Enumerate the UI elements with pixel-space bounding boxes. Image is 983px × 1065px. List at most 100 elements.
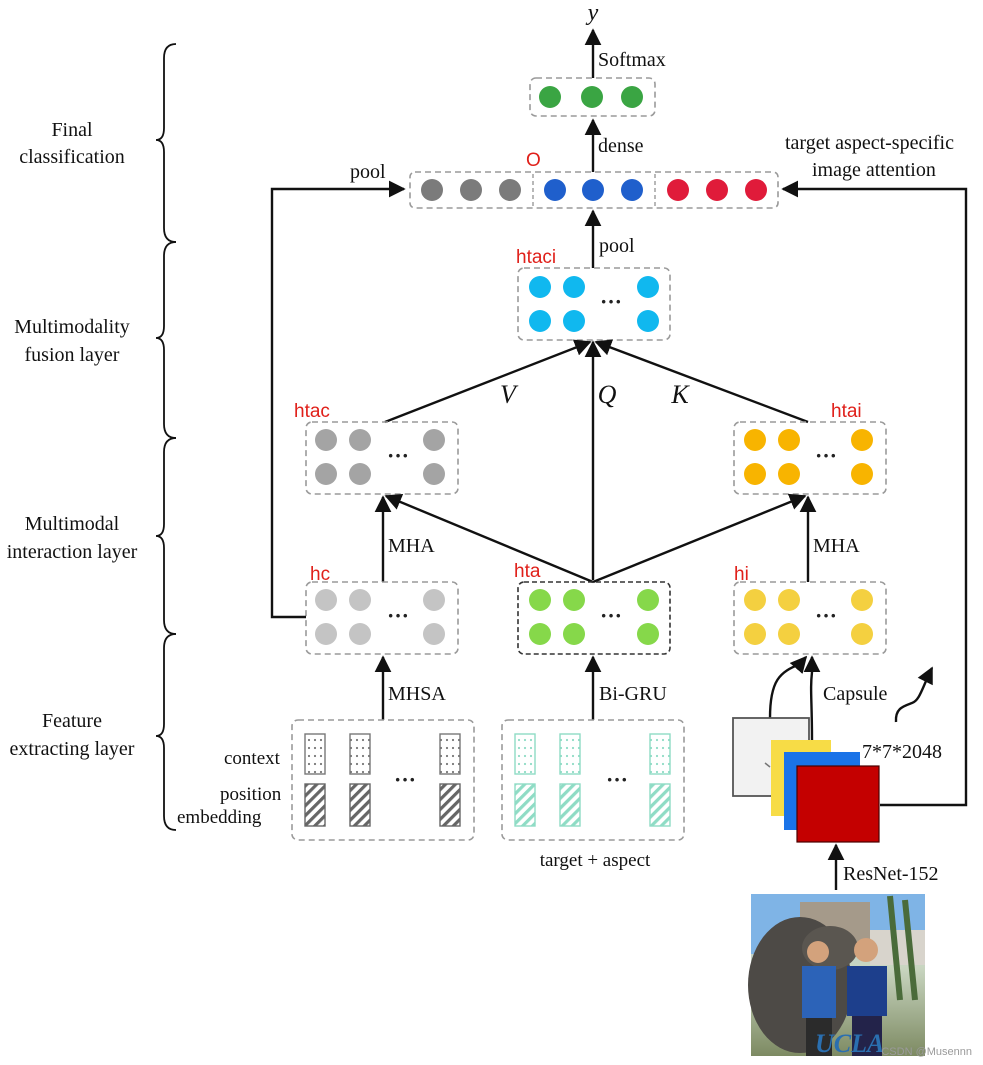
target-aspect-embedding-box: ···	[501, 719, 685, 841]
hi-box	[733, 581, 887, 655]
target-attention-line1: target aspect-specific	[785, 132, 954, 154]
ucla-logo: UCLA	[815, 1029, 884, 1058]
hta-dot	[563, 589, 585, 611]
feature-node-hc: ···	[305, 581, 459, 655]
brace-feature	[155, 633, 177, 831]
layer-feature-line2: extracting layer	[10, 738, 135, 760]
context-label: context	[224, 748, 281, 769]
htai-dot	[744, 463, 766, 485]
htai-dot	[744, 429, 766, 451]
layer-final-line2: classification	[19, 146, 125, 168]
fusion-pool-dot	[582, 179, 604, 201]
context-token-column	[439, 733, 461, 827]
hta-box	[517, 581, 671, 655]
concat-node-o	[409, 171, 779, 209]
htac-dot	[423, 429, 445, 451]
layer-braces	[155, 43, 177, 831]
feature-dims-label: 7*7*2048	[862, 741, 942, 763]
dense-label: dense	[598, 135, 644, 157]
htac-ellipsis: ···	[387, 443, 409, 468]
htac-box	[305, 421, 459, 495]
resnet-label: ResNet-152	[843, 863, 939, 885]
htac-dot	[315, 463, 337, 485]
htaci-dot	[529, 276, 551, 298]
layer-final-line1: Final	[51, 119, 93, 141]
k-label: K	[670, 380, 690, 409]
hc-dot	[349, 589, 371, 611]
hta-dot	[529, 589, 551, 611]
context-ellipsis: ···	[394, 767, 416, 792]
v-label: V	[500, 380, 519, 409]
target-embedding-frame	[501, 719, 685, 841]
softmax-label: Softmax	[598, 49, 666, 71]
feature-map-stack	[732, 717, 880, 843]
context-pool-dot	[421, 179, 443, 201]
hi-dot	[744, 623, 766, 645]
capsule-label: Capsule	[823, 683, 888, 705]
htac-dot	[349, 429, 371, 451]
hi-dot	[778, 589, 800, 611]
arrow-v	[384, 339, 592, 424]
hc-dot	[423, 589, 445, 611]
hta-dot	[563, 623, 585, 645]
target-token-column	[649, 733, 671, 827]
mha-left-label: MHA	[388, 535, 435, 557]
embedding-label: embedding	[177, 807, 262, 828]
softmax-output-box	[529, 77, 656, 117]
context-embedding-box: ···	[291, 719, 475, 841]
context-token-column	[304, 733, 326, 827]
layer-fusion-line1: Multimodality	[14, 316, 130, 338]
htai-ellipsis: ···	[815, 443, 837, 468]
interaction-node-htai: ···	[733, 421, 887, 495]
layer-feature-line1: Feature	[42, 710, 102, 732]
layer-interaction-line2: interaction layer	[7, 541, 138, 563]
pool-left-label: pool	[350, 161, 386, 183]
annotation-hi: hi	[734, 564, 749, 585]
hi-dot	[744, 589, 766, 611]
context-embedding-frame	[291, 719, 475, 841]
hta-dot	[637, 589, 659, 611]
image-attention-dot	[745, 179, 767, 201]
hi-dot	[778, 623, 800, 645]
target-token-column	[514, 733, 536, 827]
target-attention-line2: image attention	[812, 159, 936, 181]
htai-dot	[851, 429, 873, 451]
context-pool-dot	[499, 179, 521, 201]
target-ellipsis: ···	[606, 767, 628, 792]
layer-interaction-line1: Multimodal	[25, 513, 120, 535]
q-label: Q	[598, 380, 617, 409]
htai-dot	[778, 429, 800, 451]
softmax-output-node	[529, 77, 656, 117]
capsule-output-arrow	[894, 666, 934, 723]
brace-fusion	[155, 241, 177, 439]
hi-dot	[851, 589, 873, 611]
annotation-htac: htac	[294, 401, 330, 422]
hc-ellipsis: ···	[387, 603, 409, 628]
htac-dot	[423, 463, 445, 485]
arrow-image-attention-loop	[781, 180, 968, 807]
arrow-hta-to-htac	[384, 494, 594, 584]
hc-dot	[349, 623, 371, 645]
image-attention-dot	[667, 179, 689, 201]
person-right	[847, 966, 887, 1016]
annotation-hta: hta	[514, 561, 541, 582]
pool-mid-label: pool	[599, 235, 635, 257]
arrow-hta-to-htai	[592, 493, 807, 584]
capsule-arrows	[768, 655, 821, 741]
annotation-hc: hc	[310, 564, 330, 585]
fusion-node-htaci: ···	[517, 267, 671, 341]
hta-ellipsis: ···	[600, 603, 622, 628]
htai-dot	[851, 463, 873, 485]
target-aspect-label: target + aspect	[540, 850, 651, 871]
hc-dot	[423, 623, 445, 645]
htaci-dot	[563, 276, 585, 298]
layer-labels: Final classification Multimodality fusio…	[7, 119, 138, 760]
context-pool-dot	[460, 179, 482, 201]
mhsa-label: MHSA	[388, 683, 446, 705]
annotation-htaci: htaci	[516, 247, 556, 268]
interaction-node-htac: ···	[305, 421, 459, 495]
layer-fusion-line2: fusion layer	[25, 344, 120, 366]
fusion-pool-dot	[621, 179, 643, 201]
htai-dot	[778, 463, 800, 485]
